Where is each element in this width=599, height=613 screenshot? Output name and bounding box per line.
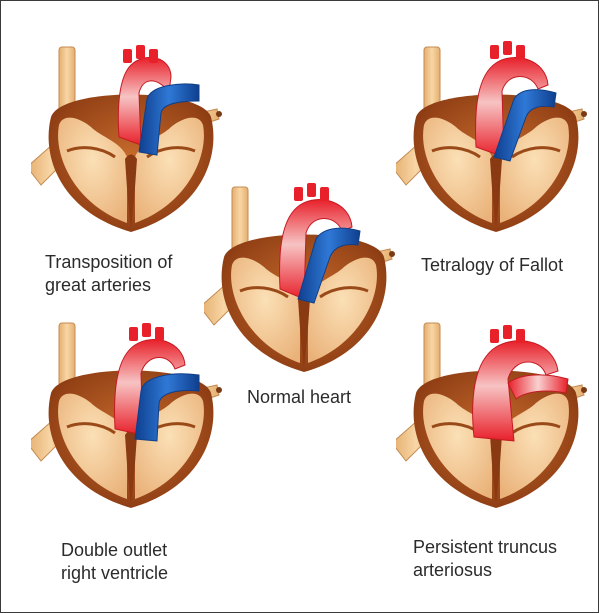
caption-line: great arteries [45, 274, 172, 297]
caption-line: Persistent truncus [413, 536, 557, 559]
caption-line: Normal heart [247, 386, 351, 409]
caption-transposition: Transposition of great arteries [45, 251, 172, 297]
caption-line: arteriosus [413, 559, 557, 582]
heart-truncus-icon [396, 313, 596, 513]
caption-line: Tetralogy of Fallot [421, 254, 563, 277]
caption-double-outlet: Double outlet right ventricle [61, 539, 168, 585]
heart-tof-icon [396, 37, 596, 237]
caption-normal: Normal heart [247, 386, 351, 409]
caption-line: Transposition of [45, 251, 172, 274]
caption-line: right ventricle [61, 562, 168, 585]
heart-dorv-icon [31, 313, 231, 513]
heart-normal-icon [204, 177, 404, 377]
caption-tetralogy: Tetralogy of Fallot [421, 254, 563, 277]
heart-tga-icon [31, 37, 231, 237]
caption-truncus: Persistent truncus arteriosus [413, 536, 557, 582]
caption-line: Double outlet [61, 539, 168, 562]
